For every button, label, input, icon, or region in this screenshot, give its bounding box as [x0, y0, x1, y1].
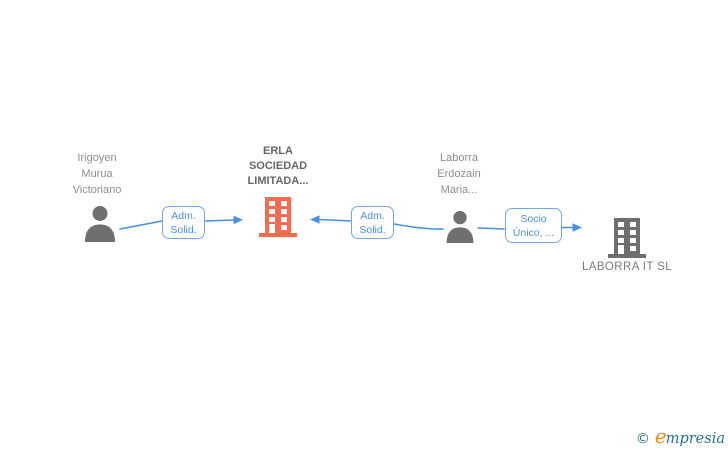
edge-label-line: Solid.	[359, 223, 386, 236]
node-company-erla[interactable]	[259, 197, 297, 242]
edge-line	[204, 219, 235, 222]
edge-label-adm-solid-2: Adm. Solid.	[351, 206, 394, 239]
name-line: ERLA	[263, 145, 293, 157]
node-company-laborra-it[interactable]	[608, 218, 646, 263]
edge-label-line: Socio	[520, 212, 547, 225]
edge-label-line: Adm.	[171, 209, 196, 222]
arrowhead-right-icon	[572, 223, 582, 232]
empresia-logo: © e mpresia	[636, 426, 725, 447]
logo-wordmark: mpresia	[665, 431, 725, 447]
logo-initial: e	[654, 424, 667, 448]
edge-line	[318, 218, 352, 222]
arrowhead-right-icon	[233, 215, 243, 225]
edge-line	[477, 227, 505, 230]
edge-label-adm-solid-1: Adm. Solid.	[162, 206, 205, 239]
node-person-laborra-erdozain[interactable]	[444, 210, 476, 248]
node-label-laborra-it[interactable]: LABORRA IT SL	[547, 261, 707, 274]
person-icon	[85, 206, 115, 242]
copyright-icon: ©	[635, 431, 650, 447]
name-line: Erdozain	[437, 168, 481, 180]
name-line: Murua	[81, 168, 113, 180]
arrowhead-left-icon	[310, 215, 320, 224]
edge-label-line: Adm.	[360, 209, 385, 222]
name-line: SOCIEDAD	[248, 160, 308, 172]
name-line: Victoriano	[72, 184, 122, 196]
name-line: LABORRA IT SL	[582, 261, 672, 273]
name-line: Irigoyen	[77, 152, 117, 164]
name-line: LIMITADA...	[247, 175, 309, 187]
building-icon	[259, 197, 297, 237]
node-person-irigoyen[interactable]	[83, 205, 117, 247]
name-line: Laborra	[440, 152, 478, 164]
node-label-erla[interactable]: ERLA SOCIEDAD LIMITADA...	[213, 144, 343, 189]
name-line: Maria...	[440, 184, 478, 196]
edge-label-line: Solid.	[170, 223, 197, 236]
building-icon	[608, 218, 646, 258]
edge-line	[119, 220, 163, 230]
person-icon	[446, 210, 474, 243]
node-label-laborra-erdozain[interactable]: Laborra Erdozain Maria...	[394, 150, 524, 198]
edge-label-socio-unico: Socio Único, ...	[505, 208, 562, 243]
edge-label-line: Único, ...	[512, 226, 555, 239]
edge-line	[393, 223, 444, 230]
node-label-irigoyen[interactable]: Irigoyen Murua Victoriano	[32, 150, 162, 198]
